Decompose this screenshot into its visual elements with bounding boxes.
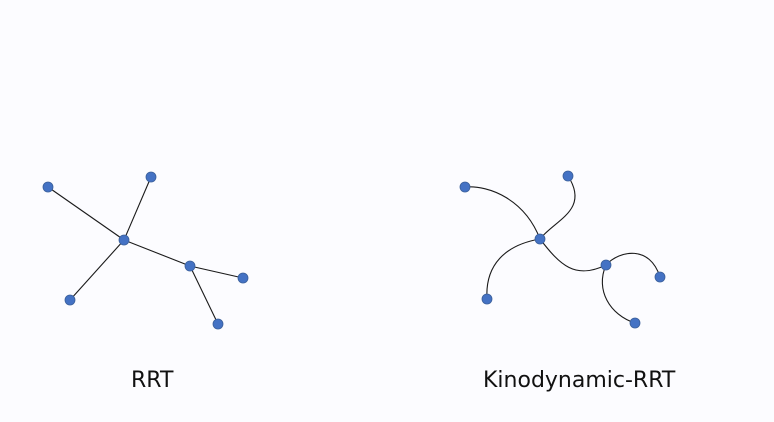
- rrt-edge: [189, 265, 219, 325]
- kino-edge: [601, 264, 636, 324]
- rrt-node: [64, 294, 76, 306]
- rrt-edge: [189, 265, 244, 279]
- caption-rrt: RRT: [131, 368, 174, 393]
- kino-node: [481, 293, 493, 305]
- rrt-node: [237, 272, 249, 284]
- rrt-root-node: [118, 234, 130, 246]
- rrt-tree: [42, 171, 249, 330]
- kino-node: [459, 181, 471, 193]
- kino-root-node: [534, 233, 546, 245]
- rrt-node: [42, 181, 54, 193]
- kino-node: [629, 317, 641, 329]
- caption-kinodynamic-rrt: Kinodynamic-RRT: [483, 368, 676, 393]
- rrt-edge: [47, 186, 125, 241]
- rrt-node: [212, 318, 224, 330]
- kino-edge: [605, 252, 661, 278]
- kino-edge: [486, 238, 541, 300]
- kino-node: [600, 259, 612, 271]
- rrt-node: [145, 171, 157, 183]
- rrt-edge: [123, 176, 152, 241]
- kino-node: [654, 271, 666, 283]
- kino-node: [562, 170, 574, 182]
- rrt-node: [184, 260, 196, 272]
- kino-edge: [539, 175, 576, 240]
- kino-edge: [464, 186, 541, 240]
- rrt-edge: [123, 239, 191, 267]
- kino-edge: [539, 238, 607, 272]
- kinodynamic-rrt-tree: [459, 170, 666, 329]
- rrt-edge: [69, 239, 125, 301]
